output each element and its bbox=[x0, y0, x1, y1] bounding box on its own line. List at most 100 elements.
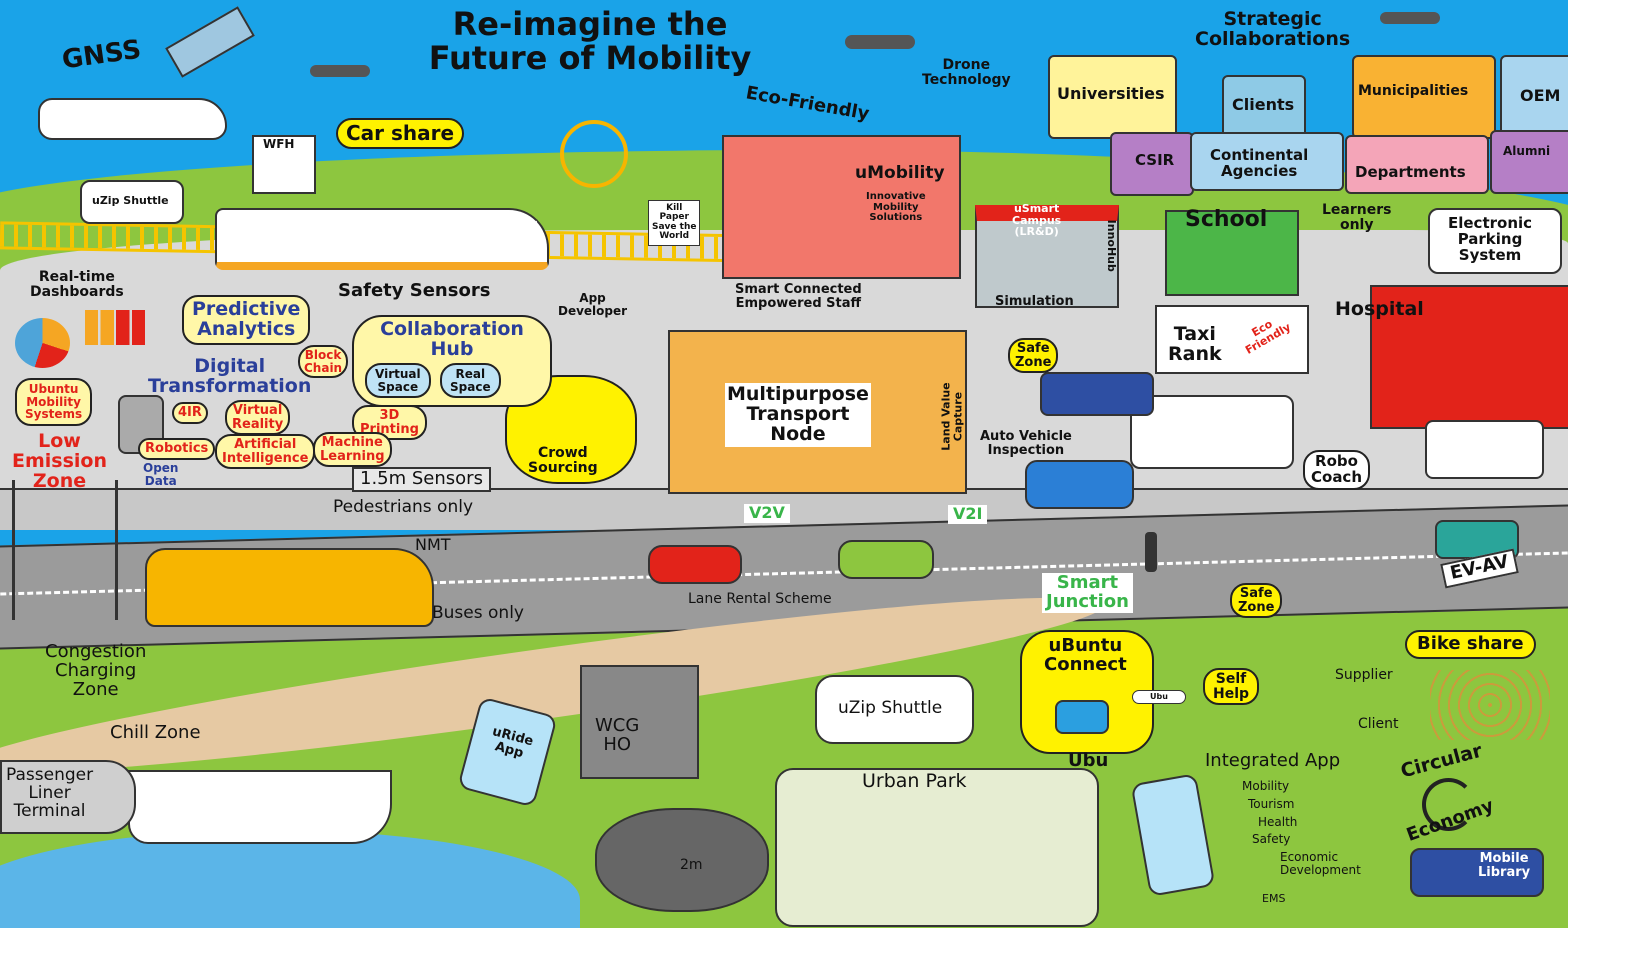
puzzle-label: CSIR bbox=[1135, 151, 1175, 169]
app-item: Tourism bbox=[1248, 797, 1295, 811]
4ir-bubble: 4IR bbox=[172, 402, 208, 424]
school-building bbox=[1165, 210, 1299, 296]
eco-friendly-label: Eco-Friendly bbox=[744, 82, 871, 125]
ml-bubble: Machine Learning bbox=[313, 432, 392, 468]
robo-coach-label: Robo Coach bbox=[1303, 450, 1371, 490]
parking-sign bbox=[1428, 208, 1562, 274]
pedestrians-label: Pedestrians only bbox=[333, 497, 474, 517]
app-developer-label: App Developer bbox=[558, 291, 628, 318]
puzzle-universities bbox=[1048, 55, 1177, 139]
collab-hub-label: Collaboration Hub bbox=[380, 318, 524, 360]
traffic-light-icon bbox=[1145, 532, 1157, 572]
drone-label: Drone Technology bbox=[922, 57, 1011, 88]
drone-icon bbox=[310, 65, 370, 77]
v2i-label: V2I bbox=[948, 505, 988, 524]
safe-zone-2-label: Safe Zone bbox=[1230, 583, 1283, 619]
liner-terminal bbox=[0, 760, 136, 834]
ubu-robot-icon bbox=[1055, 700, 1109, 734]
lane-rental-label: Lane Rental Scheme bbox=[688, 591, 832, 607]
puzzle-label: Universities bbox=[1057, 84, 1165, 103]
open-data-label: Open Data bbox=[143, 461, 179, 488]
yellow-bus bbox=[145, 548, 434, 627]
supplier-label: Supplier bbox=[1335, 667, 1393, 683]
hospital-label: Hospital bbox=[1335, 298, 1424, 320]
parking-label: Electronic Parking System bbox=[1448, 214, 1533, 264]
uzip-top-label: uZip Shuttle bbox=[92, 194, 169, 207]
blue-minivan bbox=[1025, 460, 1134, 509]
wcg-building bbox=[580, 665, 699, 779]
smart-staff-label: Smart Connected Empowered Staff bbox=[735, 282, 862, 311]
title-line-1: Re-imagine the bbox=[452, 5, 728, 43]
land-value-label: Land Value Capture bbox=[939, 382, 965, 451]
shuttle-bus-top bbox=[80, 180, 184, 224]
wcg-label: WCG HO bbox=[595, 715, 640, 755]
app-item: Mobility bbox=[1242, 779, 1290, 793]
uzip-bottom-label: uZip Shuttle bbox=[838, 698, 943, 718]
drone-icon bbox=[1380, 12, 1440, 24]
chat-bubble-label: Ubu bbox=[1132, 690, 1186, 705]
v2v-label: V2V bbox=[744, 504, 790, 523]
congestion-label: Congestion Charging Zone bbox=[45, 641, 147, 700]
puzzle-label: Municipalities bbox=[1358, 83, 1469, 99]
nmt-label: NMT bbox=[415, 535, 451, 554]
pie-chart-icon bbox=[15, 318, 70, 368]
client-label: Client bbox=[1358, 716, 1399, 732]
safety-sensors-label: Safety Sensors bbox=[338, 280, 491, 301]
distance-label: 2m bbox=[680, 857, 703, 873]
drone-icon bbox=[845, 35, 915, 49]
usmart-campus bbox=[975, 205, 1119, 308]
ubuntu-connect-label: uBuntu Connect bbox=[1044, 635, 1127, 675]
liner-terminal-label: Passenger Liner Terminal bbox=[6, 765, 94, 821]
virtual-space-bubble: Virtual Space bbox=[365, 363, 431, 399]
taxi-rank-sign bbox=[1155, 305, 1309, 374]
crowd-sourcing-label: Crowd Sourcing bbox=[528, 445, 598, 476]
simulation-label: Simulation bbox=[995, 294, 1074, 309]
mobile-library-label: Mobile Library bbox=[1478, 851, 1531, 880]
real-space-bubble: Real Space bbox=[440, 363, 501, 399]
power-pylon bbox=[12, 480, 118, 620]
puzzle-csir bbox=[1110, 132, 1194, 196]
uzip-shuttle-bottom bbox=[815, 675, 974, 744]
app-item: Economic Development bbox=[1280, 850, 1361, 877]
block-chain-bubble: Block Chain bbox=[298, 345, 349, 379]
digital-transformation-label: Digital Transformation bbox=[148, 355, 312, 397]
ubuntu-mobility-bubble: Ubuntu Mobility Systems bbox=[15, 378, 93, 426]
urban-park bbox=[775, 768, 1099, 927]
puzzle-alumni bbox=[1490, 130, 1568, 194]
blue-van bbox=[1040, 372, 1154, 416]
buses-only-label: Buses only bbox=[432, 603, 524, 623]
dashboards-label: Real-time Dashboards bbox=[30, 269, 124, 300]
gnss-label: GNSS bbox=[60, 34, 144, 76]
green-car bbox=[838, 540, 934, 579]
integrated-app-label: Integrated App bbox=[1205, 750, 1341, 771]
chill-zone-label: Chill Zone bbox=[110, 722, 201, 743]
cruise-ship bbox=[128, 770, 392, 844]
school-label: School bbox=[1185, 207, 1268, 232]
urban-park-label: Urban Park bbox=[862, 770, 967, 792]
puzzle-departments bbox=[1345, 135, 1489, 194]
ambulance bbox=[1425, 420, 1544, 479]
puzzle-label: Departments bbox=[1355, 163, 1466, 181]
umobility-sub-label: Innovative Mobility Solutions bbox=[866, 191, 926, 223]
puzzle-clients bbox=[1222, 75, 1306, 139]
robotics-bubble: Robotics bbox=[138, 438, 216, 460]
puzzle-continental bbox=[1190, 132, 1344, 191]
ubu-label: Ubu bbox=[1068, 750, 1109, 771]
airplane-icon bbox=[38, 98, 227, 140]
recycle-icon bbox=[1422, 778, 1475, 831]
title-line-2: Future of Mobility bbox=[428, 38, 752, 77]
minibus-taxi bbox=[1130, 395, 1294, 469]
bike-share-label: Bike share bbox=[1405, 630, 1536, 659]
bicycles-icon bbox=[1430, 670, 1550, 740]
puzzle-oem bbox=[1500, 55, 1568, 139]
usmart-label: uSmart Campus (LR&D) bbox=[1012, 202, 1062, 239]
mobile-library-van bbox=[1410, 848, 1544, 897]
smart-junction-label: Smart Junction bbox=[1042, 573, 1133, 613]
app-item: EMS bbox=[1262, 892, 1286, 905]
distancing-circle bbox=[595, 808, 769, 912]
innohub-label: InnoHub bbox=[1104, 219, 1118, 272]
puzzle-label: OEM bbox=[1520, 86, 1561, 105]
low-emission-label: Low Emission Zone bbox=[12, 430, 107, 492]
sensors-15m-label: 1.5m Sensors bbox=[352, 467, 491, 492]
